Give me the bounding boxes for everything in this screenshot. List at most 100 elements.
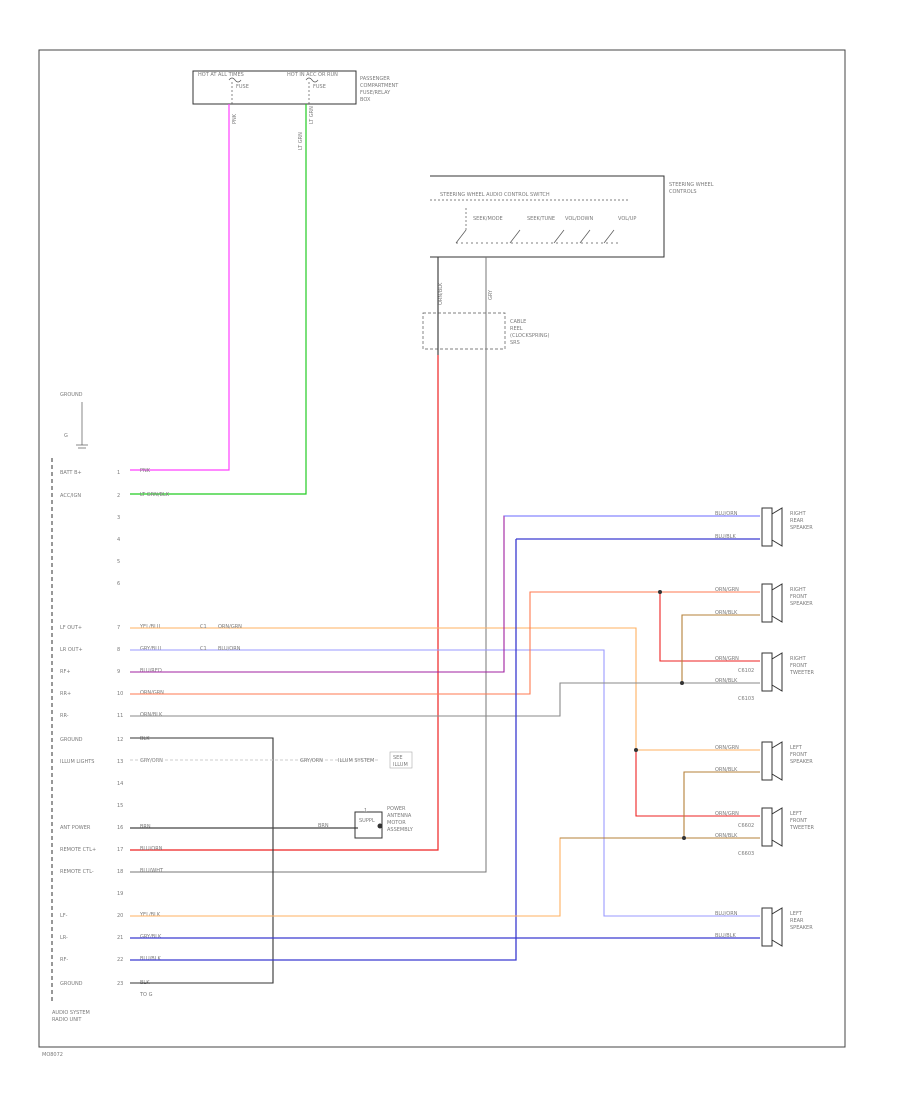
- svg-text:GROUND: GROUND: [60, 981, 83, 987]
- svg-text:RIGHT: RIGHT: [790, 656, 807, 662]
- ground-top-label: GROUND: [60, 392, 83, 398]
- pin-row: 3: [117, 515, 120, 521]
- radio-ground-tag: TO G: [139, 992, 153, 998]
- ground-top: GROUND G: [60, 392, 88, 449]
- fuse-b-label: FUSE: [313, 84, 326, 90]
- pin-row: RR- 11 ORN/BLK: [60, 712, 163, 719]
- svg-text:18: 18: [117, 869, 123, 875]
- antenna-pin: 1: [364, 808, 367, 814]
- illum-note-2: ILLUM: [393, 762, 408, 768]
- svg-text:RR-: RR-: [60, 713, 69, 719]
- steering-title-1: STEERING WHEEL: [669, 182, 714, 188]
- svg-text:SPEAKER: SPEAKER: [790, 525, 813, 531]
- speaker-left-rear: LEFT REAR SPEAKER: [761, 907, 813, 947]
- fuse-block: HOT AT ALL TIMES HOT IN ACC OR RUN FUSE …: [192, 70, 399, 124]
- svg-text:6: 6: [117, 581, 120, 587]
- wire-rf-spk-top: [659, 592, 760, 662]
- svg-text:BATT B+: BATT B+: [60, 470, 82, 476]
- pin-row: 15: [117, 803, 123, 809]
- svg-text:PNK: PNK: [140, 468, 151, 474]
- antenna-label-3: MOTOR: [387, 820, 406, 826]
- pin-row: 6: [117, 581, 120, 587]
- svg-text:RIGHT: RIGHT: [790, 587, 807, 593]
- svg-text:LR OUT+: LR OUT+: [60, 647, 83, 653]
- svg-text:TWEETER: TWEETER: [789, 670, 815, 676]
- svg-text:ILLUM LIGHTS: ILLUM LIGHTS: [60, 759, 94, 765]
- svg-text:BLU/BLK: BLU/BLK: [140, 956, 162, 962]
- illum-note-1: SEE: [393, 755, 403, 761]
- mid-conn-a-wire: ORN/GRN: [218, 624, 242, 630]
- svg-text:19: 19: [117, 891, 123, 897]
- lft-wire-bot: ORN/BLK: [715, 833, 738, 839]
- reel-wire-right: GRY: [488, 289, 494, 300]
- svg-text:YEL/BLU: YEL/BLU: [139, 624, 161, 630]
- wire-rf-minus: [130, 539, 517, 961]
- rr-wire-bot: BLU/BLK: [715, 534, 737, 540]
- radio-title-1: AUDIO SYSTEM: [52, 1010, 90, 1016]
- antenna-label-1: POWER: [387, 806, 406, 812]
- pin-row: REMOTE CTL- 18 BLU/WHT: [60, 868, 164, 875]
- radio-title-2: RADIO UNIT: [52, 1017, 82, 1023]
- pin-row: 4: [117, 537, 120, 543]
- svg-text:12: 12: [117, 737, 123, 743]
- svg-text:20: 20: [117, 913, 123, 919]
- speaker-right-rear: RIGHT REAR SPEAKER: [761, 507, 813, 547]
- svg-text:ACC/IGN: ACC/IGN: [60, 493, 81, 499]
- pin-row: 5: [117, 559, 120, 565]
- svg-text:5: 5: [117, 559, 120, 565]
- svg-text:FRONT: FRONT: [790, 818, 808, 824]
- rf-wire-top: ORN/GRN: [715, 587, 739, 593]
- cable-reel: CABLE REEL (CLOCKSPRING) SRS ORN/BLK GRY: [422, 282, 550, 350]
- wire-b-tag: LT GRN: [309, 106, 315, 124]
- svg-text:9: 9: [117, 669, 120, 675]
- cable-reel-label-1: CABLE: [510, 319, 526, 325]
- svg-text:BLU/WHT: BLU/WHT: [140, 868, 164, 874]
- speaker-left-front: LEFT FRONT SPEAKER: [761, 741, 813, 781]
- svg-text:FRONT: FRONT: [790, 752, 808, 758]
- svg-text:RIGHT: RIGHT: [790, 511, 807, 517]
- wire-rr-plus: [130, 591, 760, 695]
- svg-text:11: 11: [117, 713, 123, 719]
- lr-wire-bot: BLU/BLK: [715, 933, 737, 939]
- svg-text:RF-: RF-: [60, 957, 68, 963]
- svg-text:BRN: BRN: [140, 824, 151, 830]
- svg-text:GRY/ORN: GRY/ORN: [140, 758, 163, 764]
- switch-label-3: VOL/DOWN: [565, 216, 593, 222]
- svg-text:LT GRN/BLK: LT GRN/BLK: [140, 492, 170, 498]
- svg-text:13: 13: [117, 759, 123, 765]
- antenna-wire-tag: BRN: [318, 823, 329, 829]
- wire-lf-spk-bot: [683, 771, 760, 838]
- svg-text:BLU/RED: BLU/RED: [140, 668, 162, 674]
- steering-controls: STEERING WHEEL AUDIO CONTROL SWITCH STEE…: [430, 175, 714, 258]
- svg-text:YEL/BLK: YEL/BLK: [139, 912, 161, 918]
- lft-tag: C6602: [738, 823, 754, 829]
- svg-text:1: 1: [117, 470, 120, 476]
- illum-wire-label: GRY/ORN: [300, 758, 323, 764]
- mid-conn-b-wire: BLU/ORN: [218, 646, 241, 652]
- svg-text:SPEAKER: SPEAKER: [790, 601, 813, 607]
- svg-text:REMOTE CTL-: REMOTE CTL-: [60, 869, 94, 875]
- rft-tag2: C6103: [738, 696, 754, 702]
- steering-header: STEERING WHEEL AUDIO CONTROL SWITCH: [440, 192, 550, 198]
- svg-text:BLK: BLK: [140, 736, 150, 742]
- svg-text:LF OUT+: LF OUT+: [60, 625, 82, 631]
- svg-text:LR-: LR-: [60, 935, 68, 941]
- lr-wire-top: BLU/ORN: [715, 911, 738, 917]
- antenna-conn: SUPPL: [359, 818, 375, 824]
- svg-text:RF+: RF+: [60, 669, 71, 675]
- wire-remote-minus-gray: [130, 355, 487, 873]
- rft-tag: C6102: [738, 668, 754, 674]
- svg-text:LEFT: LEFT: [790, 745, 803, 751]
- svg-text:ORN/BLK: ORN/BLK: [140, 712, 163, 718]
- speaker-right-front: RIGHT FRONT SPEAKER: [761, 583, 813, 623]
- svg-text:17: 17: [117, 847, 123, 853]
- svg-text:GRY/BLK: GRY/BLK: [140, 934, 162, 940]
- svg-text:GRY/BLU: GRY/BLU: [140, 646, 162, 652]
- lft-tag2: C6603: [738, 851, 754, 857]
- svg-text:14: 14: [117, 781, 123, 787]
- wire-a-tag: PNK: [232, 113, 238, 124]
